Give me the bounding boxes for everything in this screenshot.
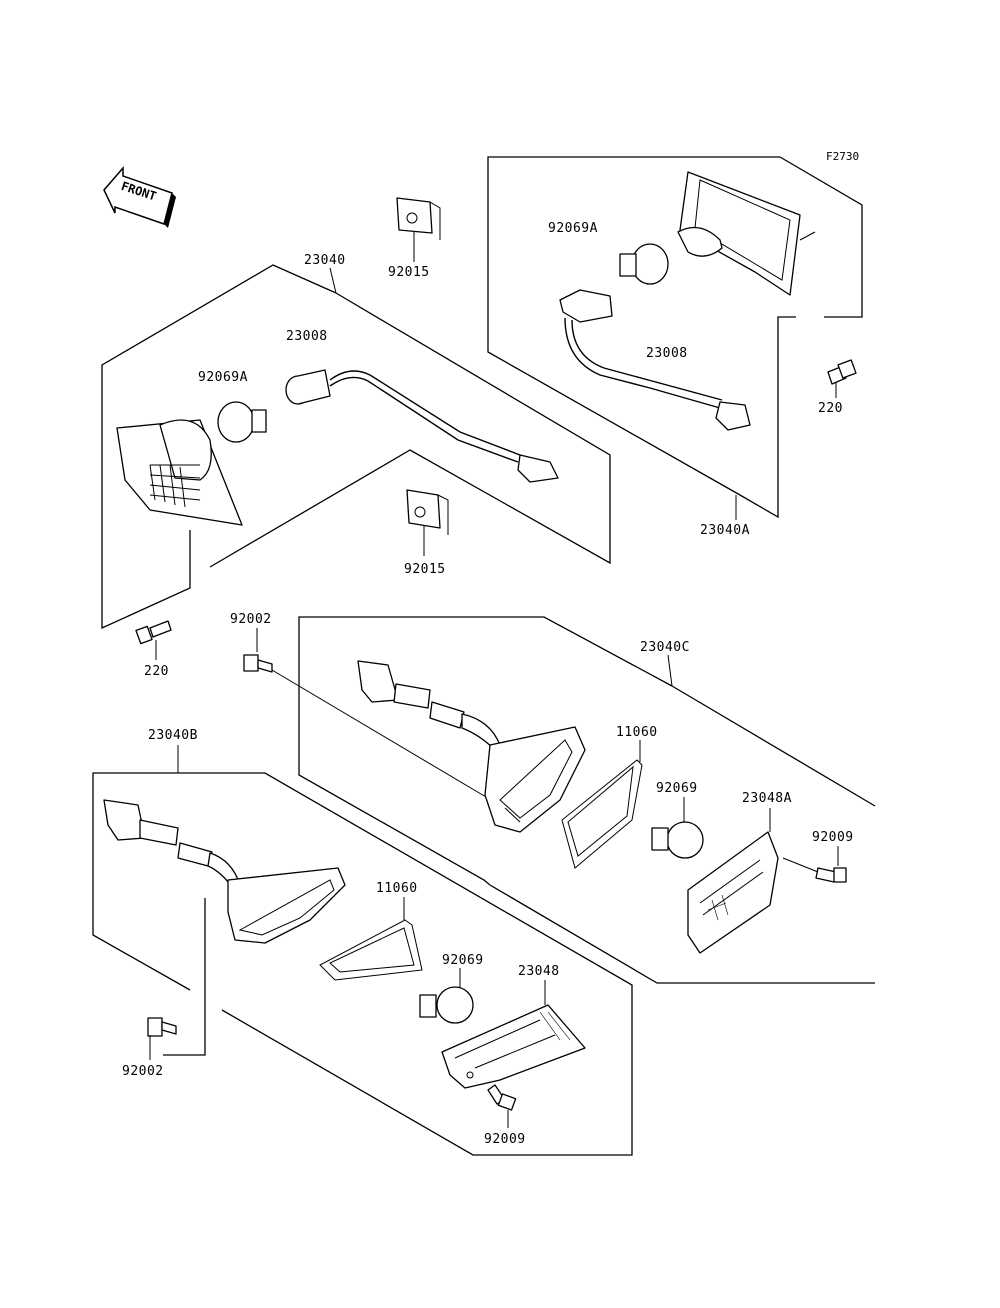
label-92069A-right: 92069A [548, 221, 598, 236]
label-23040B: 23040B [148, 728, 198, 743]
label-23008-right: 23008 [646, 346, 688, 361]
label-23048A: 23048A [742, 791, 792, 806]
label-220-right: 220 [818, 401, 843, 416]
clip-icon-top [396, 197, 441, 240]
assembly-box-23040B [92, 772, 633, 1156]
socket-wire-right [559, 289, 751, 431]
bolt-icon-left [147, 1017, 177, 1037]
label-92015-top: 92015 [388, 265, 430, 280]
assembly-box-23040A [487, 156, 863, 519]
label-92002-left: 92002 [122, 1064, 164, 1079]
front-arrow-icon: FRONT [103, 165, 176, 228]
label-23040A: 23040A [700, 523, 750, 538]
label-92069-left: 92069 [442, 953, 484, 968]
figure-code: F2730 [826, 150, 859, 163]
bulb-icon-rear-right [651, 821, 704, 859]
label-11060-left: 11060 [376, 881, 418, 896]
turn-signal-housing-23040B [227, 867, 346, 944]
gasket-icon-left [319, 919, 423, 981]
lens-icon-23048A [687, 831, 779, 954]
lens-icon-23048 [441, 1004, 586, 1089]
connector-23040B [103, 799, 241, 891]
screw-icon-lens-right [815, 867, 847, 883]
label-92009-left: 92009 [484, 1132, 526, 1147]
screw-icon-lens-left [487, 1084, 517, 1111]
socket-wire-left [285, 369, 559, 483]
label-92069-right: 92069 [656, 781, 698, 796]
assembly-box-23040C [298, 616, 876, 984]
label-23040: 23040 [304, 253, 346, 268]
connector-23040C [357, 660, 501, 751]
screw-icon-right [827, 359, 857, 385]
bulb-icon-rear-left [419, 986, 474, 1024]
label-92069A-left: 92069A [198, 370, 248, 385]
label-92009-right: 92009 [812, 830, 854, 845]
label-92015-mid: 92015 [404, 562, 446, 577]
bolt-icon-right [243, 654, 273, 673]
turn-signal-housing-left [116, 419, 243, 526]
bulb-icon-right [619, 243, 669, 285]
gasket-icon-right [561, 759, 643, 869]
label-92002-right: 92002 [230, 612, 272, 627]
label-220-left: 220 [144, 664, 169, 679]
assembly-box-23040 [101, 264, 611, 630]
turn-signal-housing-right [677, 171, 816, 296]
screw-icon-left [135, 620, 172, 645]
label-11060-right: 11060 [616, 725, 658, 740]
label-23008-left: 23008 [286, 329, 328, 344]
label-23048: 23048 [518, 964, 560, 979]
clip-icon-mid [406, 489, 449, 535]
label-23040C: 23040C [640, 640, 690, 655]
bulb-icon-left [217, 401, 267, 443]
turn-signal-housing-23040C [484, 726, 586, 833]
